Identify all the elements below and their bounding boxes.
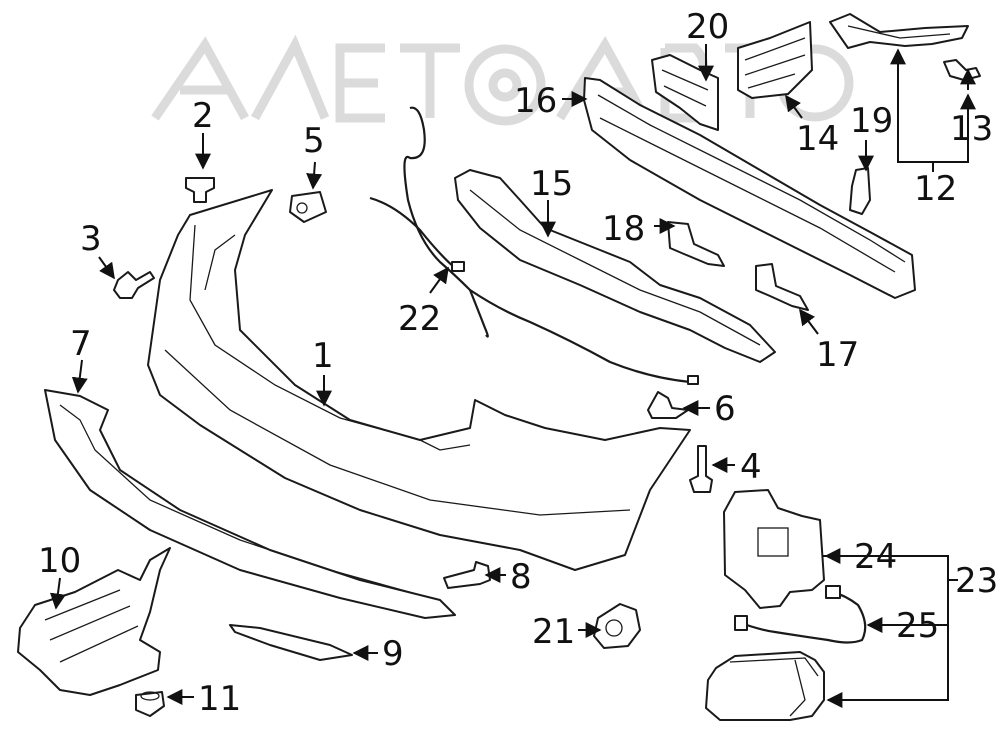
callout-3: 3 <box>80 219 102 259</box>
part-side-bracket-12 <box>829 13 969 49</box>
callout-9: 9 <box>382 634 404 674</box>
part-bolt-4 <box>689 445 713 493</box>
part-clip-6 <box>647 391 689 419</box>
part-clip-2 <box>185 177 215 203</box>
callout-4: 4 <box>740 447 762 487</box>
part-bumper-cover <box>147 189 691 571</box>
callout-14: 14 <box>796 119 839 159</box>
callout-8: 8 <box>510 557 532 597</box>
part-bracket-18 <box>667 221 725 267</box>
callout-5: 5 <box>303 121 325 161</box>
callout-23: 23 <box>955 561 998 601</box>
callout-17: 17 <box>816 335 859 375</box>
part-screw-13 <box>943 59 981 81</box>
part-strip-9 <box>229 624 353 661</box>
callout-labels: 1 2 3 4 5 6 7 8 9 10 11 12 13 14 15 16 1… <box>38 7 998 719</box>
part-sensor-21 <box>593 603 641 649</box>
part-lower-spoiler <box>44 389 456 619</box>
callout-18: 18 <box>602 209 645 249</box>
callout-13: 13 <box>950 109 993 149</box>
leader-lines <box>49 44 976 705</box>
part-control-unit-23 <box>705 651 825 721</box>
callout-15: 15 <box>530 164 573 204</box>
callout-24: 24 <box>854 537 897 577</box>
callout-16: 16 <box>514 81 557 121</box>
part-screw-3 <box>113 271 155 299</box>
callout-25: 25 <box>896 606 939 646</box>
part-undercover-10 <box>17 547 171 696</box>
group-bracket-lines <box>822 48 976 708</box>
callout-1: 1 <box>312 336 334 376</box>
part-module-bracket-24 <box>723 489 825 609</box>
callout-11: 11 <box>198 679 241 719</box>
part-bolt-8 <box>443 561 491 589</box>
part-bracket-19 <box>849 167 871 215</box>
callout-20: 20 <box>686 7 729 47</box>
callout-12: 12 <box>914 169 957 209</box>
callout-2: 2 <box>192 96 214 136</box>
part-energy-absorber <box>454 169 776 363</box>
callout-10: 10 <box>38 541 81 581</box>
callout-7: 7 <box>70 324 92 364</box>
callout-21: 21 <box>532 612 575 652</box>
callout-6: 6 <box>714 389 736 429</box>
part-cable-25 <box>734 585 867 644</box>
part-reinforcement-beam <box>583 77 916 299</box>
part-bracket-17 <box>755 263 809 311</box>
callout-19: 19 <box>850 101 893 141</box>
part-nut-11 <box>135 691 165 717</box>
callout-22: 22 <box>398 299 441 339</box>
part-grommet-5 <box>289 191 327 223</box>
part-wiring-harness <box>369 106 699 385</box>
part-bracket-14 <box>737 21 813 99</box>
